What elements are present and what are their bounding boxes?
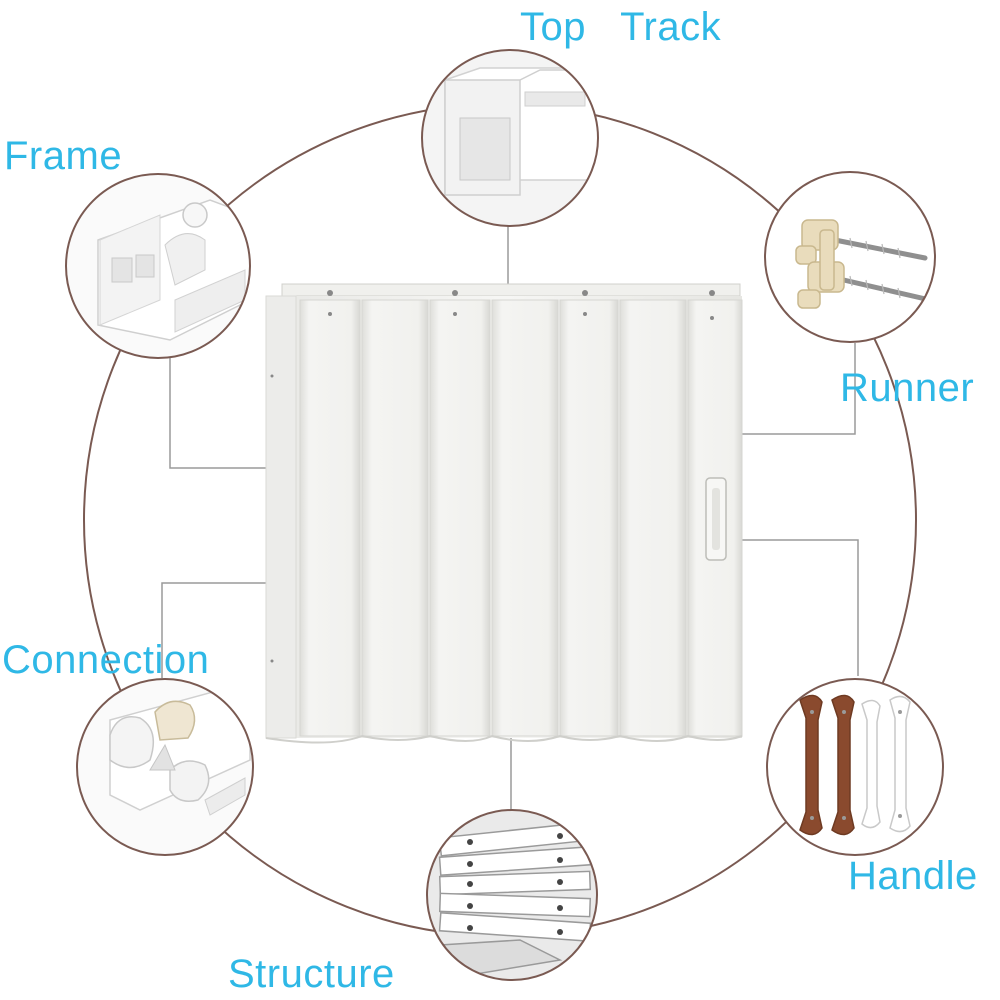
- handle-detail: [766, 678, 944, 856]
- frame-detail: [65, 173, 251, 359]
- top-track-detail: [421, 49, 599, 227]
- label-runner: Runner: [840, 366, 975, 410]
- label-structure: Structure: [228, 952, 395, 996]
- structure-detail: [426, 809, 598, 981]
- runner-detail: [764, 171, 936, 343]
- label-top-track: Top Track: [520, 5, 722, 49]
- leader-handle: [716, 539, 859, 676]
- connection-detail: [76, 678, 254, 856]
- label-frame: Frame: [4, 134, 123, 178]
- label-connection: Connection: [2, 638, 210, 682]
- folding-door-illustration: [265, 283, 743, 744]
- label-handle: Handle: [848, 854, 978, 898]
- leader-frame: [169, 358, 282, 469]
